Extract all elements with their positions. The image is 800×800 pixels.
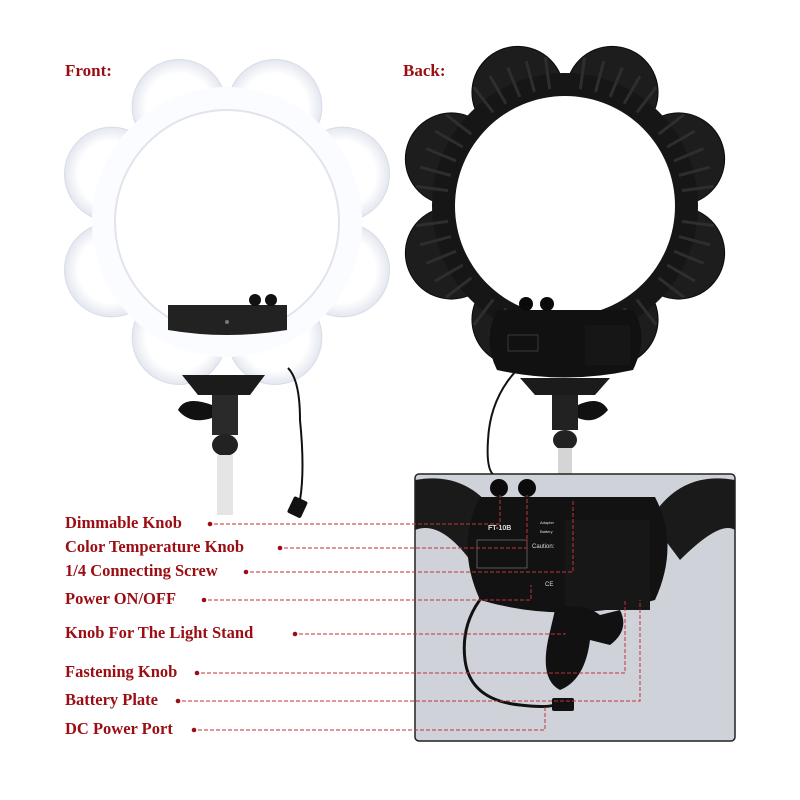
back-ring-light: [404, 45, 726, 367]
back-heading: Back:: [403, 61, 446, 80]
front-ring-light: [64, 59, 390, 385]
callout-dot: [175, 698, 181, 704]
vent-slot: [425, 147, 457, 163]
leader-line: [299, 633, 566, 635]
vent-slot: [657, 113, 685, 136]
back-control-box: [489, 297, 642, 378]
vent-slot: [488, 75, 508, 105]
vent-slot: [673, 249, 705, 265]
callout-dot: [201, 597, 207, 603]
vent-slot: [622, 75, 642, 105]
ce-mark: CE: [545, 582, 553, 588]
vent-slot: [673, 147, 705, 163]
front-control-box: [168, 294, 287, 335]
vent-slot: [472, 298, 495, 326]
leader-line: [208, 585, 532, 601]
vent-slot: [434, 129, 464, 149]
callout-label: 1/4 Connecting Screw: [65, 561, 218, 580]
vent-slot: [635, 298, 658, 326]
callout-dot: [292, 631, 298, 637]
callout-dot: [191, 727, 197, 733]
vent-slot: [416, 219, 449, 228]
leader-line: [182, 600, 641, 702]
back-stand: [486, 371, 610, 478]
callout-dot: [277, 545, 283, 551]
callout-dot: [207, 521, 213, 527]
vent-slot: [524, 60, 536, 93]
leader-line: [198, 705, 546, 731]
callout-label: Dimmable Knob: [65, 513, 182, 532]
front-heading: Front:: [65, 61, 112, 80]
vent-slot: [425, 249, 457, 265]
callout-label: Power ON/OFF: [65, 589, 177, 608]
vent-slot: [681, 184, 714, 193]
callout-label: Color Temperature Knob: [65, 537, 245, 556]
vent-slot: [594, 60, 606, 93]
vent-slot: [657, 276, 685, 299]
vent-slot: [608, 66, 624, 98]
callout-label: Knob For The Light Stand: [65, 623, 254, 642]
callout-label: Fastening Knob: [65, 662, 178, 681]
vent-slot: [681, 219, 714, 228]
leader-line: [214, 495, 501, 525]
battery-label: Battery: [540, 529, 553, 534]
vent-slot: [678, 235, 711, 247]
vent-slot: [416, 184, 449, 193]
vent-slot: [434, 263, 464, 283]
vent-slot: [445, 276, 473, 299]
vent-slot: [635, 86, 658, 114]
leader-line: [284, 495, 528, 549]
adapter-label: Adapter: [540, 520, 555, 525]
vent-slot: [666, 263, 696, 283]
vent-slot: [543, 57, 552, 90]
model-label: FT-10B: [488, 525, 511, 532]
vent-slot: [506, 66, 522, 98]
vent-slot: [419, 165, 452, 177]
vent-slot: [445, 113, 473, 136]
vent-slot: [472, 86, 495, 114]
vent-slot: [678, 165, 711, 177]
callout-dot: [243, 569, 249, 575]
front-stand: [178, 367, 308, 518]
vent-slot: [578, 57, 587, 90]
callout-label: Battery Plate: [65, 690, 158, 709]
callout-label: DC Power Port: [65, 719, 173, 738]
caution-label: Caution:: [532, 544, 555, 550]
leader-line: [201, 600, 626, 674]
detail-inset: FT-10B Caution: Adapter Battery CE: [415, 474, 735, 741]
callout-dot: [194, 670, 200, 676]
vent-slot: [666, 129, 696, 149]
vent-slot: [419, 235, 452, 247]
